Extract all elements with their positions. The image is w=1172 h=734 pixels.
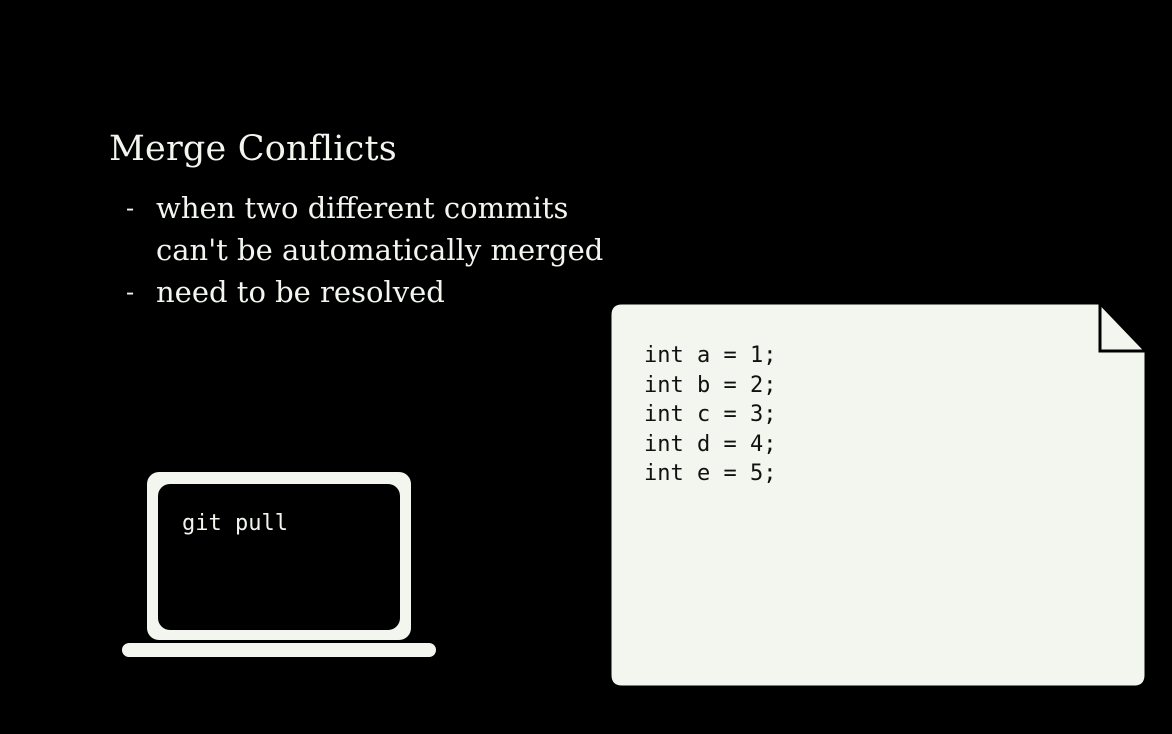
code-line: int a = 1; xyxy=(644,343,777,368)
bullet-text: need to be resolved xyxy=(156,275,445,309)
bullet-item: - need to be resolved xyxy=(118,271,603,313)
bullet-text: when two different commits can't be auto… xyxy=(156,191,604,267)
laptop-lid: git pull xyxy=(147,472,411,640)
file-page-icon xyxy=(610,303,1146,687)
bullet-item: - when two different commits can't be au… xyxy=(118,187,603,271)
bullet-dash: - xyxy=(126,278,135,306)
code-line: int e = 5; xyxy=(644,461,777,486)
bullet-list: - when two different commits can't be au… xyxy=(118,187,603,313)
code-line: int d = 4; xyxy=(644,431,777,457)
terminal-command: git pull xyxy=(182,511,288,536)
terminal-screen: git pull xyxy=(158,484,400,630)
laptop-base xyxy=(122,643,436,657)
slide-title: Merge Conflicts xyxy=(109,129,397,169)
code-line: int c = 3; xyxy=(644,402,777,427)
code-line: int b = 2; xyxy=(644,372,777,398)
bullet-dash: - xyxy=(126,194,135,222)
laptop-illustration: git pull xyxy=(122,472,436,658)
code-content: int a = 1; int b = 2; int c = 3; int d =… xyxy=(644,341,776,489)
code-file-document: int a = 1; int b = 2; int c = 3; int d =… xyxy=(610,303,1146,687)
